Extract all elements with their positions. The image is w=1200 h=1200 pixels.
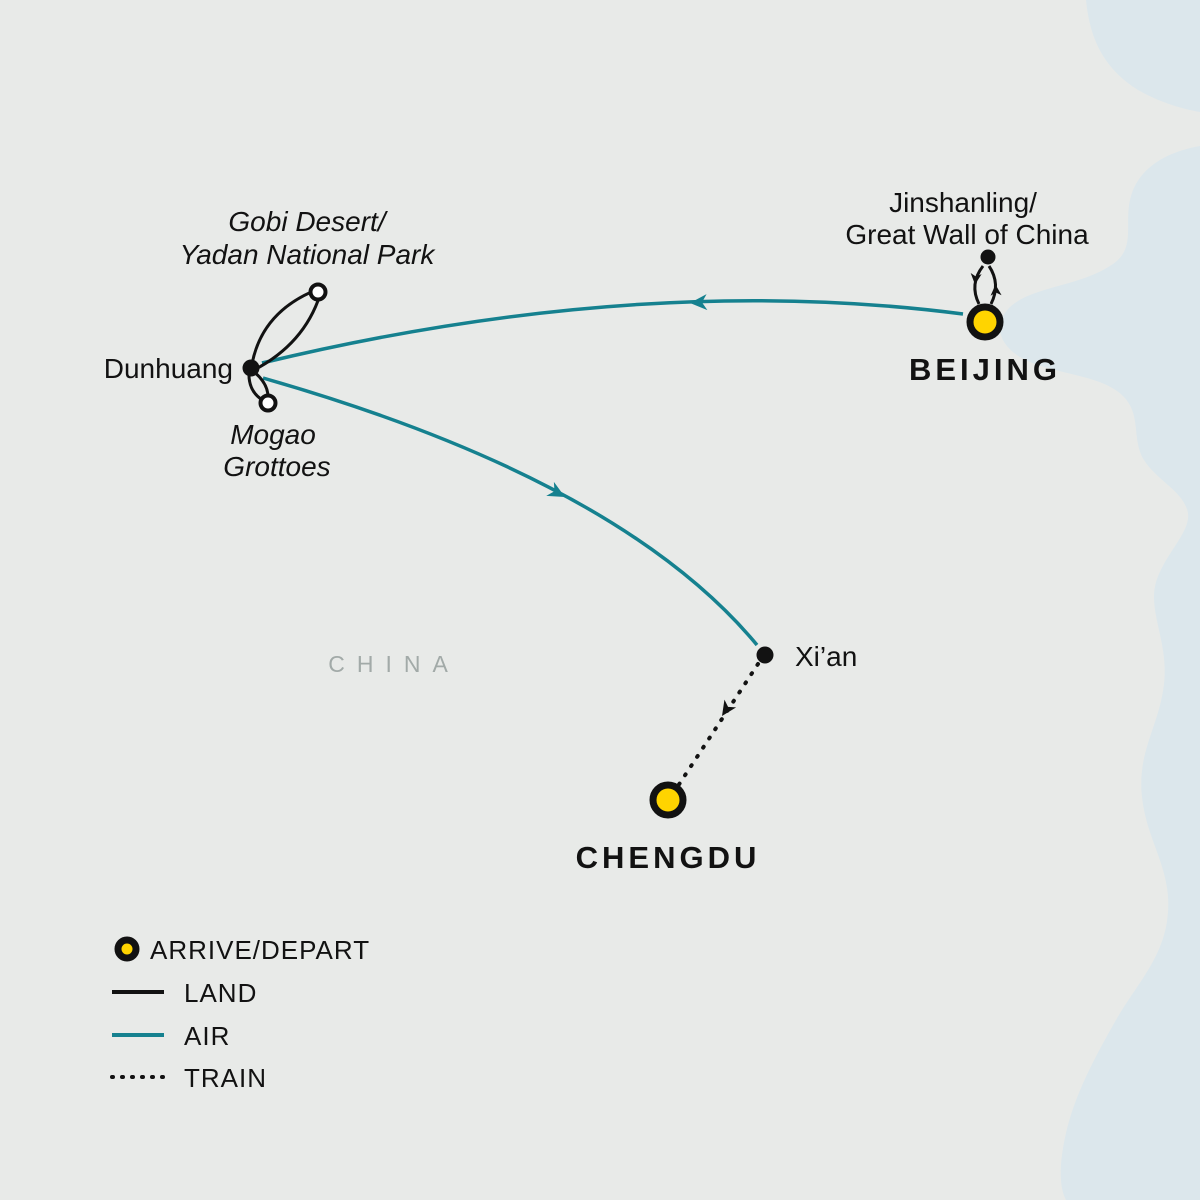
label-gobi-line2: Yadan National Park [180, 239, 437, 270]
sea-east-coast [999, 146, 1200, 1200]
air-arrow-to-dunhuang [690, 294, 708, 311]
label-jinshanling-line1: Jinshanling/ [889, 187, 1037, 218]
air-route-beijing-dunhuang [261, 299, 964, 365]
air-route-dunhuang-xian [262, 376, 759, 647]
sea-top-right-bay [1086, 0, 1200, 112]
legend-air-label: AIR [184, 1021, 230, 1051]
country-label: CHINA [328, 651, 460, 677]
marker-beijing-arrive-depart [966, 303, 1004, 341]
train-route-xian-chengdu [674, 662, 760, 791]
legend-land-label: LAND [184, 978, 257, 1008]
label-mogao-line1: Mogao [230, 419, 316, 450]
legend: ARRIVE/DEPART LAND AIR TRAIN [110, 935, 370, 1093]
label-gobi-line1: Gobi Desert/ [228, 206, 388, 237]
label-chengdu: CHENGDU [576, 840, 761, 875]
land-route-beijing-jinshanling-out [987, 265, 997, 305]
legend-train-label: TRAIN [184, 1063, 267, 1093]
marker-dunhuang [242, 359, 260, 377]
label-mogao-line2: Grottoes [223, 451, 330, 482]
label-beijing: BEIJING [909, 352, 1061, 387]
place-labels: Jinshanling/ Great Wall of China BEIJING… [104, 187, 1089, 875]
land-arrow-to-jinshanling [990, 284, 1002, 296]
label-jinshanling-line2: Great Wall of China [845, 219, 1089, 250]
marker-chengdu-arrive-depart [649, 781, 687, 819]
land-route-dunhuang-gobi-back [253, 294, 322, 372]
label-xian: Xi’an [795, 641, 857, 672]
legend-arrive-depart-icon [114, 936, 140, 962]
marker-gobi-desert [308, 282, 328, 302]
marker-jinshanling [980, 249, 996, 265]
land-arrow-to-beijing [970, 272, 982, 285]
marker-xian [756, 646, 774, 664]
train-arrow-to-chengdu [722, 699, 737, 716]
marker-mogao-grottoes [258, 393, 278, 413]
land-route-dunhuang-gobi-out [250, 288, 317, 365]
markers [242, 249, 1004, 819]
legend-arrive-depart-label: ARRIVE/DEPART [150, 935, 370, 965]
air-arrow-to-xian [546, 481, 565, 497]
label-dunhuang: Dunhuang [104, 353, 233, 384]
sea-regions [999, 0, 1200, 1200]
